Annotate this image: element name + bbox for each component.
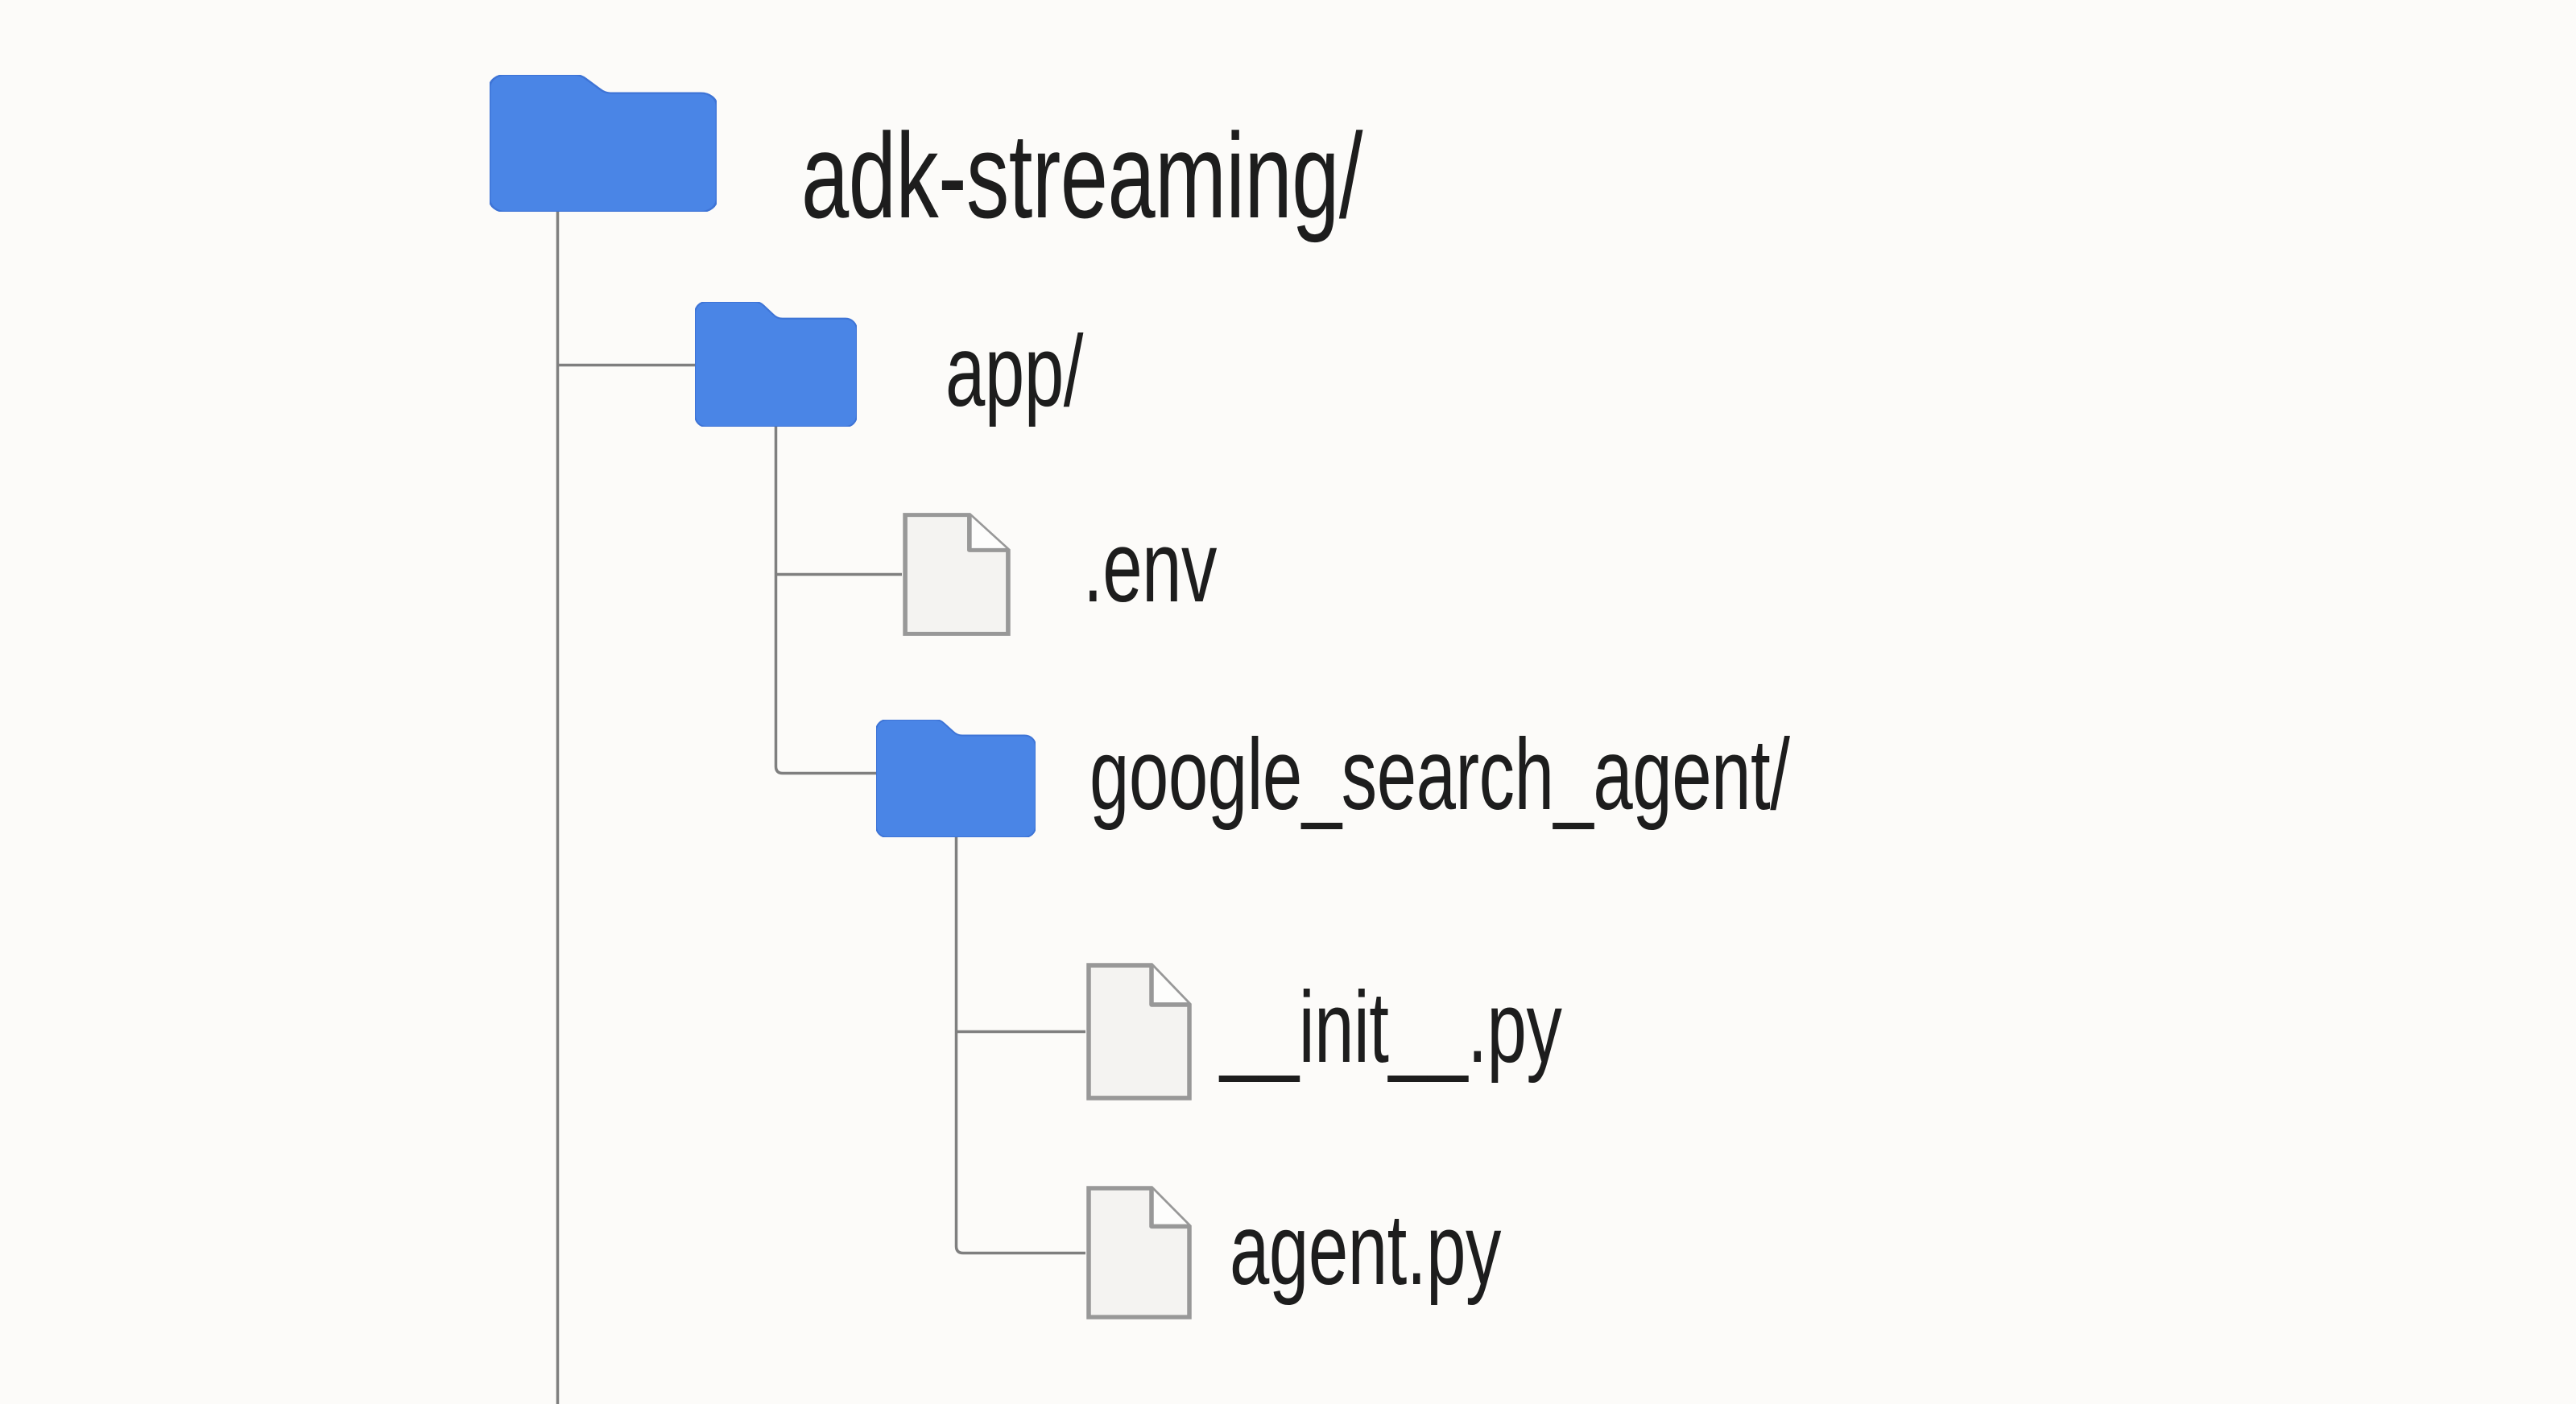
connector-trunk-google (954, 837, 1085, 1255)
node-label-app: app/ (945, 316, 1083, 427)
file-icon (1086, 1186, 1192, 1319)
file-icon (903, 513, 1011, 636)
node-label-google-search-agent: google_search_agent/ (1090, 719, 1790, 831)
folder-icon (876, 720, 1036, 837)
folder-icon (490, 75, 717, 212)
node-label-adk-streaming: adk-streaming/ (801, 108, 1362, 243)
connector-trunk-app (774, 427, 876, 775)
file-icon (1086, 963, 1192, 1100)
folder-icon (695, 302, 857, 427)
node-label-init-py: __init__.py (1220, 972, 1562, 1084)
node-label-agent-py: agent.py (1230, 1194, 1501, 1306)
node-label-env: .env (1083, 511, 1217, 623)
